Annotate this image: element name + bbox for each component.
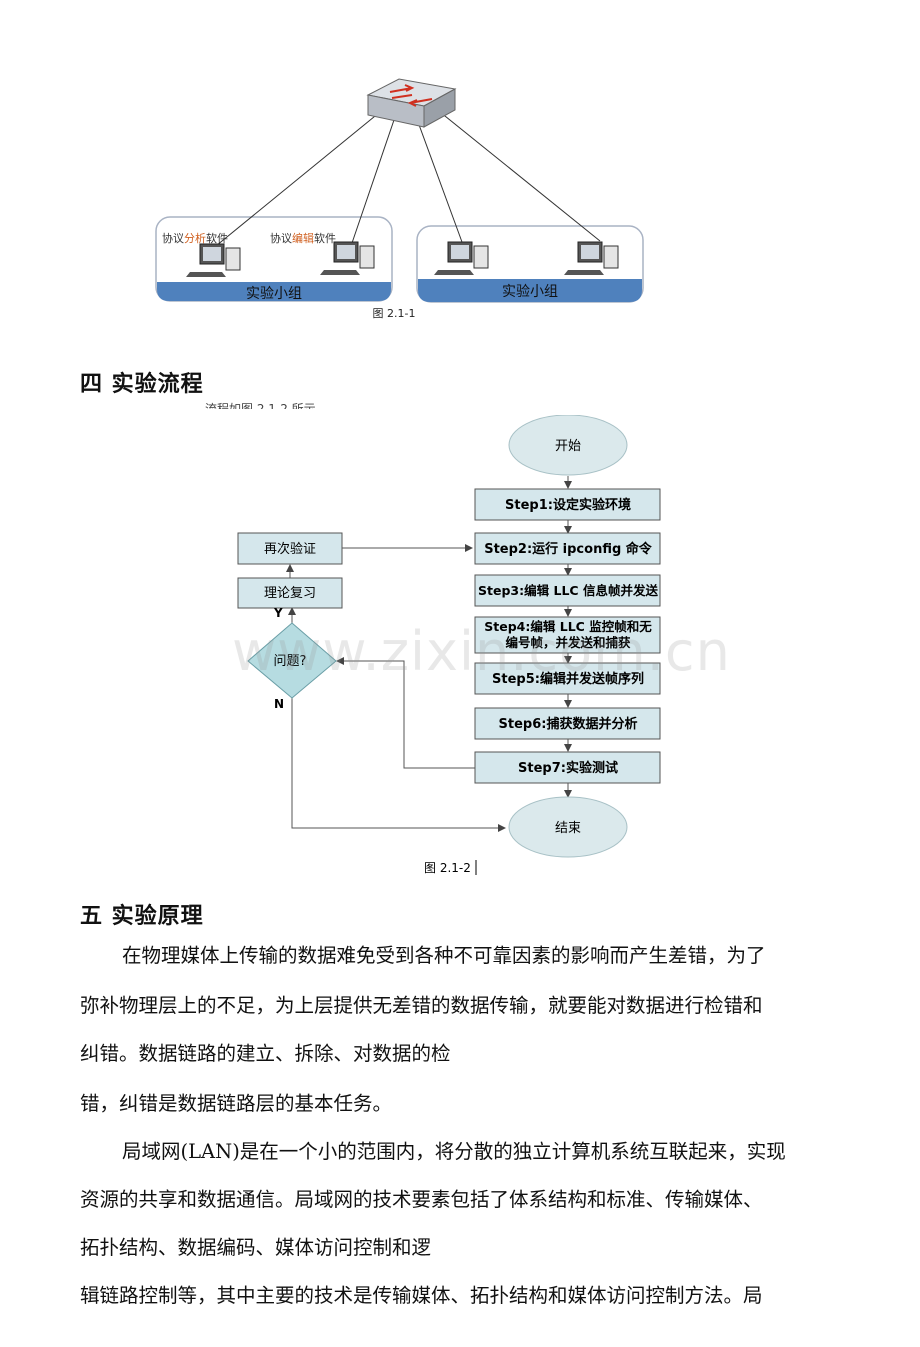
svg-text:问题?: 问题? [274,654,307,669]
review-box: 理论复习 [237,577,343,609]
pc-icon [186,243,241,277]
svg-text:Step7:实验测试: Step7:实验测试 [518,760,618,776]
paragraph-line: 局域网(LAN)是在一个小的范围内，将分散的独立计算机系统互联起来，实现 [122,1140,786,1163]
flowchart-caption: 图 2.1-2 [424,861,471,875]
group-label-left: 实验小组 [246,286,302,302]
svg-text:理论复习: 理论复习 [264,586,316,601]
step-box-2: Step2:运行 ipconfig 命令 [474,532,661,565]
svg-text:Step5:编辑并发送帧序列: Step5:编辑并发送帧序列 [492,671,644,687]
paragraph-line: 拓扑结构、数据编码、媒体访问控制和逻 [80,1236,432,1259]
network-topology-figure: 协议分析软件 协议编辑软件 实验小组 实验小组 图 2.1-1 [155,78,644,320]
pc-icon [434,241,489,275]
switch-icon [366,78,457,128]
step-box-5: Step5:编辑并发送帧序列 [474,662,661,695]
svg-text:Step1:设定实验环境: Step1:设定实验环境 [505,497,631,513]
left-group-panel [155,216,393,302]
reverify-box: 再次验证 [237,532,343,565]
step-box-6: Step6:捕获数据并分析 [474,707,661,740]
decision-no-label: N [274,697,284,711]
end-node [508,796,628,858]
software-label-analysis: 协议分析软件 [162,231,228,245]
decision-diamond: 问题? [247,622,337,699]
figure-caption: 图 2.1-1 [373,307,416,320]
flow-connectors [286,476,572,832]
step-box-3: Step3:编辑 LLC 信息帧并发送 [474,574,661,607]
step-box-4: Step4:编辑 LLC 监控帧和无 编号帧，并发送和捕获 [474,616,661,654]
svg-text:Step6:捕获数据并分析: Step6:捕获数据并分析 [499,716,638,732]
decision-yes-label: Y [273,606,283,620]
paragraph-line: 错，纠错是数据链路层的基本任务。 [80,1092,393,1115]
paragraph-line: 纠错。数据链路的建立、拆除、对数据的检 [80,1042,451,1065]
clipped-text-line: 流程如图 2.1-2 所示 [205,402,316,409]
svg-text:Step4:编辑 LLC 监控帧和无: Step4:编辑 LLC 监控帧和无 [484,619,652,634]
group-label-right: 实验小组 [502,284,558,300]
start-label: 开始 [555,439,581,454]
software-label-editor: 协议编辑软件 [270,231,336,245]
svg-text:Step2:运行 ipconfig 命令: Step2:运行 ipconfig 命令 [484,541,653,557]
watermark: www.zixin.com.cn [232,620,731,683]
section-heading-4: 四 实验流程 [80,371,204,397]
flowchart-figure: 开始 结束 Step1:设定实验环境 Step2:运行 ipconfig 命令 … [237,415,661,875]
svg-text:再次验证: 再次验证 [264,541,316,557]
svg-text:Step3:编辑 LLC 信息帧并发送: Step3:编辑 LLC 信息帧并发送 [478,583,658,598]
network-cables [210,111,601,251]
paragraph-line: 资源的共享和数据通信。局域网的技术要素包括了体系结构和标准、传输媒体、 [80,1188,763,1211]
svg-text:编号帧，并发送和捕获: 编号帧，并发送和捕获 [505,635,631,650]
section-heading-5: 五 实验原理 [80,903,204,929]
end-label: 结束 [555,821,581,836]
start-node [508,415,628,476]
pc-icon [320,241,375,275]
paragraph-line: 辑链路控制等，其中主要的技术是传输媒体、拓扑结构和媒体访问控制方法。局 [80,1284,763,1307]
pc-icon [564,241,619,275]
step-box-7: Step7:实验测试 [474,751,661,784]
paragraph-line: 在物理媒体上传输的数据难免受到各种不可靠因素的影响而产生差错，为了 [122,944,766,967]
paragraph-line: 弥补物理层上的不足，为上层提供无差错的数据传输，就要能对数据进行检错和 [80,994,763,1017]
step-box-1: Step1:设定实验环境 [474,488,661,521]
